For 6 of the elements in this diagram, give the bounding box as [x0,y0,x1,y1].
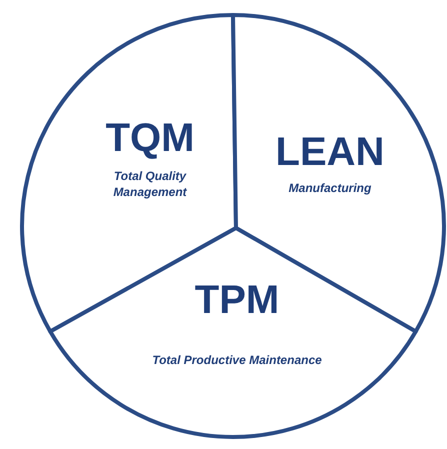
sector-heading: TPM [194,280,280,320]
sector-heading: LEAN [274,132,386,172]
sector-subtitle: Total Productive Maintenance [151,352,323,368]
sector-subtitle: Total Quality Management [112,168,188,200]
sector-subtitle: Manufacturing [288,180,372,196]
sector-heading: TQM [104,118,196,158]
